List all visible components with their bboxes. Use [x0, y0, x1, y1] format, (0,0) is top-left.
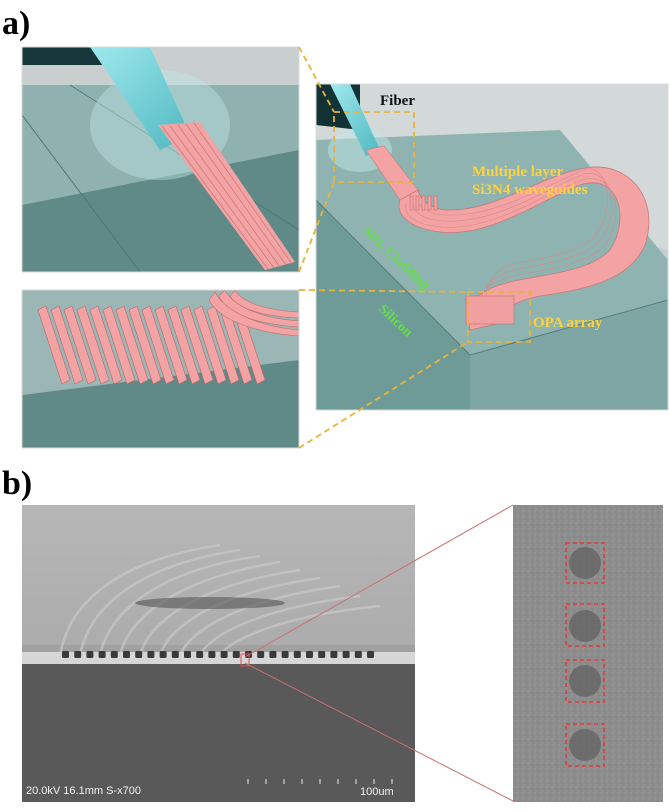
opa-finger: [128, 305, 162, 385]
opa-finger: [37, 305, 71, 385]
zoom-lines: [240, 504, 514, 802]
panel-b-label: b): [2, 465, 32, 502]
panel-a-label: a): [2, 5, 30, 42]
opa-finger: [76, 305, 110, 385]
sem-waveguide-end: [62, 651, 69, 658]
waveguide-bundle: [398, 166, 650, 331]
sem-waveguide-end: [257, 651, 265, 658]
fiber-core-inset: [90, 47, 190, 150]
callout-box-opa: [467, 291, 531, 343]
opa-finger: [193, 305, 227, 385]
callout-box-fiber: [333, 111, 415, 183]
sem-box-1: [565, 542, 605, 584]
sem-image: 20.0kV 16.1mm S-x700 100um: [22, 505, 415, 802]
sem-waveguide-end: [171, 651, 179, 658]
label-multilayer-line2: Si3N4 waveguides: [472, 182, 588, 198]
sem-waveguide-end: [318, 651, 326, 658]
sem-scale-ticks: [247, 779, 393, 784]
sem-box-2: [565, 603, 605, 647]
sem-waveguide-end: [110, 651, 118, 658]
sem-waveguide-end: [220, 651, 228, 658]
opa-finger: [167, 305, 201, 385]
callout-lines: [298, 46, 531, 449]
sem-zoom-image: [513, 505, 663, 802]
sem-box-4: [565, 723, 605, 767]
sem-waveguide-end: [293, 651, 301, 658]
sem-waveguide-end: [196, 651, 204, 658]
opa-finger: [141, 305, 175, 385]
sem-waveguide-end: [135, 651, 143, 658]
opa-finger: [102, 305, 136, 385]
sem-scale-label: 100um: [360, 786, 394, 798]
label-opa-array: OPA array: [533, 315, 603, 331]
sem-waveguide-end: [367, 651, 374, 658]
label-multilayer-line1: Multiple layer: [472, 164, 564, 180]
opa-finger: [115, 305, 149, 385]
sem-waveguide-end: [269, 651, 277, 658]
sem-waveguide-end: [342, 651, 350, 658]
sem-waveguide-end: [208, 651, 216, 658]
sem-waveguide-end: [86, 651, 94, 658]
waveguide-taper-inset: [158, 122, 295, 270]
sem-waveguide-end: [184, 651, 191, 658]
opa-finger: [206, 305, 240, 385]
opa-finger: [63, 305, 97, 385]
sem-box-3: [565, 659, 605, 703]
sem-waveguide-end: [232, 651, 240, 658]
sem-waveguide-end: [74, 651, 82, 658]
sem-waveguide-end: [147, 651, 155, 658]
sem-waveguide-end: [330, 651, 338, 658]
device-3d-view: [316, 84, 668, 410]
sem-waveguide-end: [306, 651, 313, 658]
opa-finger: [180, 305, 214, 385]
opa-finger: [154, 305, 188, 385]
inset-opa-array: [22, 290, 299, 448]
inset-fiber-coupling: [22, 47, 299, 272]
fiber-core: [330, 84, 380, 156]
sem-waveguide-end: [98, 651, 106, 658]
sem-waveguide-end: [123, 651, 130, 658]
opa-finger: [50, 305, 84, 385]
label-fiber: Fiber: [380, 93, 415, 109]
sem-waveguide-end: [354, 651, 362, 658]
sem-info-text: 20.0kV 16.1mm S-x700: [26, 785, 141, 797]
sem-waveguide-end: [281, 651, 289, 658]
opa-finger: [89, 305, 123, 385]
sem-waveguide-end: [159, 651, 167, 658]
